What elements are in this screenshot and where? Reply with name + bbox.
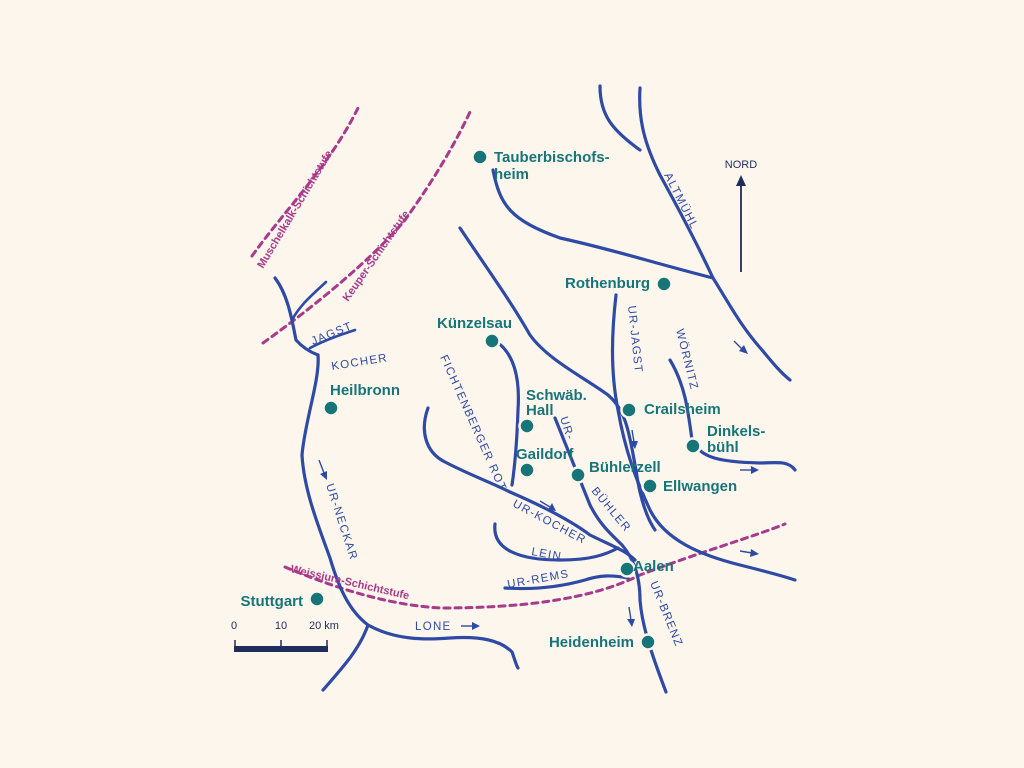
ur-neckar-river <box>300 353 520 670</box>
lein-river <box>493 522 620 562</box>
scale-tick-label-20: 20 km <box>309 620 339 632</box>
city-label-aalen: Aalen <box>633 558 674 575</box>
scale-tick-label-10: 10 <box>275 620 287 632</box>
city-dots <box>308 148 702 651</box>
city-label-tauberbischofsheim-line1: Tauberbischofs- <box>494 149 610 166</box>
city-label-stuttgart: Stuttgart <box>241 593 304 610</box>
scarp-labels: Muschelkalk-Schichtstufe Keuper-Schichts… <box>255 149 412 603</box>
city-dot-kuenzelsau <box>483 332 501 350</box>
river-label-ur-jagst: UR-JAGST <box>625 305 644 374</box>
altmuehl-river-west-branch <box>598 84 642 152</box>
flow-arrows <box>318 340 759 630</box>
river-label-kocher: KOCHER <box>331 352 389 373</box>
city-label-tauberbischofsheim: Tauberbischofs- heim <box>494 149 614 183</box>
river-label-altmuehl: ALTMÜHL <box>661 171 700 232</box>
river-label-fichtenberger-rot: FICHTENBERGER ROT <box>437 353 508 493</box>
city-dot-stuttgart <box>308 590 326 608</box>
river-label-jagst: JAGST <box>310 320 355 347</box>
city-label-heilbronn: Heilbronn <box>330 382 400 399</box>
city-label-rothenburg: Rothenburg <box>565 275 650 292</box>
city-label-dinkelsbuehl: Dinkels- bühl <box>707 423 770 456</box>
north-arrow-label: NORD <box>725 159 757 171</box>
river-label-ur-kocher: UR-KOCHER <box>511 498 588 547</box>
woernitz-river <box>668 358 797 472</box>
scarp-lines <box>250 106 787 610</box>
city-label-schwaebisch-hall-line1: Schwäb. <box>526 387 587 404</box>
city-dot-heidenheim <box>639 633 657 651</box>
flow-arrow-ur-jagst <box>630 429 638 449</box>
ur-brenz-river <box>620 543 668 694</box>
keuper-scarp-line <box>261 110 472 345</box>
city-label-heidenheim: Heidenheim <box>549 634 634 651</box>
kuenzelsau-river <box>495 340 520 487</box>
scale-bar-rect <box>234 646 328 652</box>
flow-arrow-ur-brenz <box>627 606 635 627</box>
fichtenberger-rot-river <box>422 406 512 494</box>
city-label-tauberbischofsheim-line2: heim <box>494 166 529 183</box>
city-dot-rothenburg <box>655 275 673 293</box>
scale-tick-label-0: 0 <box>231 620 237 632</box>
scarp-label-keuper: Keuper-Schichtstufe <box>341 209 413 304</box>
kocher-river <box>308 328 357 350</box>
scale-bar: 0 10 20 km <box>231 620 339 652</box>
city-dot-ellwangen <box>641 477 659 495</box>
city-dot-schwaebisch-hall <box>518 417 536 435</box>
muschelkalk-scarp-line <box>250 106 360 258</box>
city-label-gaildorf: Gaildorf <box>516 446 575 463</box>
ur-rems-river <box>503 574 630 591</box>
city-label-kuenzelsau: Künzelsau <box>437 315 512 332</box>
river-labels: ALTMÜHL JAGST KOCHER UR-JAGST WÖRNITZ FI… <box>310 171 701 649</box>
city-dot-tauberbischofsheim <box>471 148 489 166</box>
city-dot-crailsheim <box>620 401 638 419</box>
city-label-dinkelsbuehl-line2: bühl <box>707 439 739 456</box>
city-labels: Tauberbischofs- heim Rothenburg Künzelsa… <box>241 149 770 651</box>
city-dot-heilbronn <box>322 399 340 417</box>
weissjura-scarp-line <box>283 522 787 610</box>
upper-jagst-branch <box>290 280 328 322</box>
city-dot-aalen <box>618 560 636 578</box>
north-arrow-head <box>736 175 746 186</box>
ur-jagst-river <box>610 293 797 582</box>
scarp-label-weissjura: Weissjura-Schichtstufe <box>289 563 410 602</box>
river-label-woernitz: WÖRNITZ <box>673 328 700 392</box>
city-label-dinkelsbuehl-line1: Dinkels- <box>707 423 765 440</box>
city-label-schwaebisch-hall: Schwäb. Hall <box>526 387 591 419</box>
flow-arrow-woernitz <box>740 466 759 474</box>
flow-arrow-ur-neckar <box>318 459 327 480</box>
city-label-schwaebisch-hall-line2: Hall <box>526 402 554 419</box>
city-label-buehlerzell: Bühlerzell <box>589 459 661 476</box>
river-label-lein: LEIN <box>530 546 562 563</box>
north-arrow: NORD <box>725 159 757 272</box>
neckar-outflow-river <box>321 623 370 692</box>
city-dot-gaildorf <box>518 461 536 479</box>
flow-arrow-ur-kocher <box>539 500 556 511</box>
river-lines <box>273 84 797 694</box>
flow-arrow-lone <box>461 622 480 630</box>
jagst-river <box>273 276 320 357</box>
city-dot-buehlerzell <box>569 466 587 484</box>
city-label-ellwangen: Ellwangen <box>663 478 737 495</box>
city-dot-dinkelsbuehl <box>684 437 702 455</box>
altmuehl-river <box>638 86 792 382</box>
city-label-crailsheim: Crailsheim <box>644 401 721 418</box>
ur-kocher-river <box>508 490 637 562</box>
flow-arrow-east <box>739 549 759 557</box>
ur-buehler-river <box>553 416 624 547</box>
flow-arrow-altmuehl <box>733 340 748 354</box>
scarp-label-muschelkalk: Muschelkalk-Schichtstufe <box>255 149 335 271</box>
tauber-river <box>491 168 715 280</box>
river-label-ur-buehler-bottom: BÜHLER <box>589 485 633 534</box>
kocher-jagst-river <box>458 226 657 532</box>
river-label-lone: LONE <box>415 621 452 633</box>
